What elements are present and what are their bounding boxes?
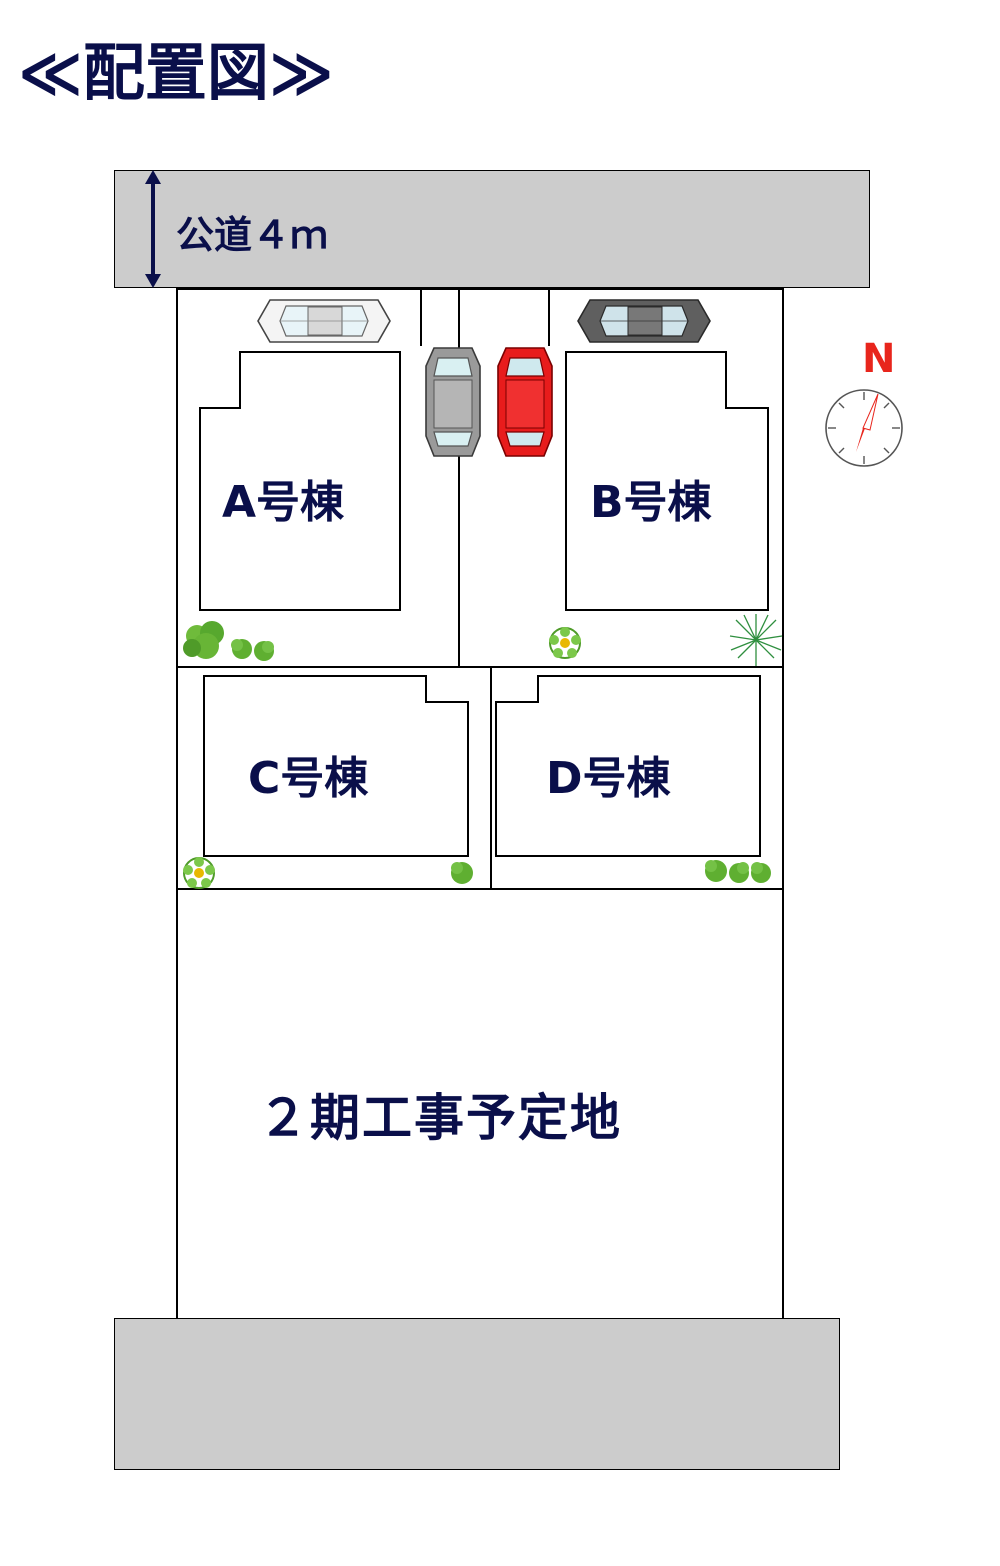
shrub-c-right: [448, 858, 476, 886]
road-width-arrow: [140, 170, 166, 288]
tree-b-right: [728, 612, 784, 668]
shrub-d-3: [748, 858, 774, 886]
page-title: ≪配置図≫: [18, 36, 334, 109]
house-footprint-d: [495, 675, 761, 857]
compass-north-label: N: [862, 336, 896, 382]
lot-divider-b-right: [782, 288, 784, 668]
car-b-dark: [576, 290, 712, 352]
compass-rose-icon: [816, 336, 912, 472]
house-footprint-a: [199, 351, 401, 611]
shrub-a-small-2: [252, 638, 276, 664]
driveway-divider-left: [420, 288, 422, 346]
house-label-d: D号棟: [546, 753, 671, 804]
house-footprint-c: [203, 675, 469, 857]
house-label-c: C号棟: [248, 753, 369, 804]
lot-divider-horizontal-cd: [176, 888, 784, 890]
public-road-top: [114, 170, 870, 288]
phase2-area-label: ２期工事予定地: [258, 1089, 622, 1147]
driveway-divider-right: [548, 288, 550, 346]
car-center-grey: [424, 336, 482, 466]
lot-divider-vertical-upper: [458, 288, 460, 668]
car-center-red: [496, 336, 554, 466]
shrub-a-large: [182, 618, 228, 662]
house-label-b: B号棟: [590, 477, 712, 528]
house-label-a: A号棟: [222, 477, 345, 528]
public-road-bottom: [114, 1318, 840, 1470]
public-road-top-label: 公道４ｍ: [176, 213, 329, 257]
shrub-b-flower: [548, 626, 582, 660]
house-footprint-b: [565, 351, 769, 611]
shrub-a-small-1: [230, 636, 254, 662]
shrub-d-1: [702, 856, 730, 884]
lot-divider-horizontal-ab: [176, 666, 784, 668]
car-a-white: [256, 290, 392, 352]
lot-divider-vertical-lower: [490, 668, 492, 890]
shrub-c-flower: [182, 856, 216, 890]
shrub-d-2: [726, 858, 752, 886]
